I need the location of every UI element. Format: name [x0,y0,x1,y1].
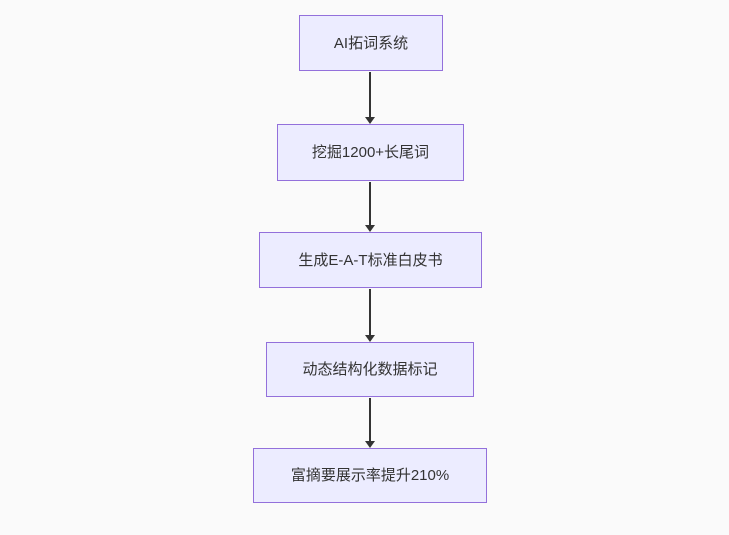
flowchart-node-eat-whitepaper: 生成E-A-T标准白皮书 [259,232,482,288]
flowchart-arrow-4 [364,398,376,448]
flowchart-node-rich-snippet-result: 富摘要展示率提升210% [253,448,487,503]
flowchart-node-structured-data-markup: 动态结构化数据标记 [266,342,474,397]
node-label: 生成E-A-T标准白皮书 [298,251,443,269]
arrow-line [369,398,371,441]
arrow-head-icon [365,117,375,124]
arrow-line [369,182,371,225]
arrow-head-icon [365,441,375,448]
arrow-line [369,289,371,335]
arrow-line [369,72,371,117]
node-label: 动态结构化数据标记 [302,361,438,378]
arrow-head-icon [365,225,375,232]
node-label: AI拓词系统 [333,34,409,52]
arrow-head-icon [365,335,375,342]
node-label: 挖掘1200+长尾词 [311,144,430,161]
flowchart-arrow-2 [364,182,376,232]
flowchart-arrow-1 [364,72,376,124]
flowchart-node-ai-word-expansion: AI拓词系统 [299,15,443,71]
flowchart-arrow-3 [364,289,376,342]
node-label: 富摘要展示率提升210% [290,467,450,484]
flowchart-node-longtail-keywords: 挖掘1200+长尾词 [277,124,464,181]
